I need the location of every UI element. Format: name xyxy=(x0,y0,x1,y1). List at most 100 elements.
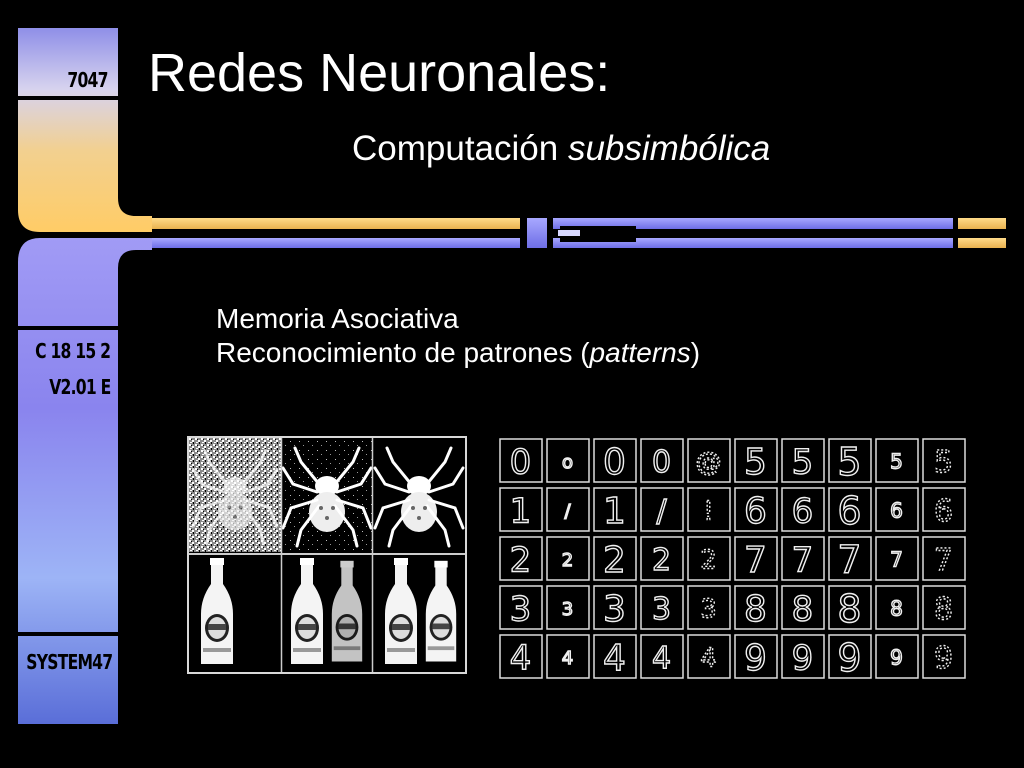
digit-glyph: 7 xyxy=(837,538,861,582)
digit-glyph: 7 xyxy=(744,540,767,581)
digit-cell: 5 xyxy=(781,438,825,483)
digit-glyph: 5 xyxy=(934,445,953,480)
digit-glyph: 2 xyxy=(603,540,626,581)
digit-cell: 5 xyxy=(828,438,872,484)
bullet-text: Reconocimiento de patrones ( xyxy=(216,337,590,368)
digit-glyph: 2 xyxy=(562,550,573,571)
lcars-top-elbow xyxy=(18,28,152,232)
digit-cell: 7 xyxy=(875,536,919,581)
digit-glyph: 3 xyxy=(652,592,671,627)
digit-glyph: 5 xyxy=(890,450,903,474)
digit-cell: 6 xyxy=(781,487,825,532)
digit-glyph: 6 xyxy=(744,491,767,532)
bullet-text: ) xyxy=(690,337,701,368)
digit-cell: 5 xyxy=(875,438,919,483)
digit-glyph: 1 xyxy=(510,491,532,531)
digit-glyph: 3 xyxy=(603,589,626,630)
digit-cell: 3 xyxy=(640,585,684,630)
digit-glyph: 6 xyxy=(837,489,861,533)
bullet-item-pattern-recognition: Reconocimiento de patrones (patterns) xyxy=(216,336,700,370)
digit-glyph: 6 xyxy=(890,499,903,523)
bullet-italic: patterns xyxy=(589,337,691,368)
digit-cell: 6 xyxy=(922,487,966,532)
digit-glyph: 0 xyxy=(510,442,532,482)
digit-cell: 8 xyxy=(781,585,825,630)
slide-title: Redes Neuronales: xyxy=(148,43,611,103)
digit-cell: 0 xyxy=(593,438,637,484)
digit-cell: 9 xyxy=(781,634,825,679)
digit-cell: ! xyxy=(687,487,731,532)
digit-cell: 3 xyxy=(593,585,637,631)
digit-glyph: 9 xyxy=(837,636,861,680)
subtitle-plain: Computación xyxy=(352,129,568,168)
digit-glyph: / xyxy=(656,494,667,529)
slide-subtitle: Computación subsimbólica xyxy=(352,128,770,170)
digit-glyph: 9 xyxy=(890,646,903,670)
digit-cell: 2 xyxy=(593,536,637,582)
lcars-bar-gold-top xyxy=(152,218,520,229)
digit-glyph: 3 xyxy=(510,589,532,629)
bullet-item-associative-memory: Memoria Asociativa xyxy=(216,303,459,334)
digit-cell: 8 xyxy=(922,585,966,630)
digit-cell: 3 xyxy=(687,585,731,630)
digit-cell: 5 xyxy=(734,438,778,484)
digit-cell: 9 xyxy=(734,634,778,680)
digit-glyph: 8 xyxy=(890,597,903,621)
digit-glyph: 8 xyxy=(744,589,767,630)
digit-cell: 1 xyxy=(593,487,637,533)
sidebar-code-mid-1: C 18 15 2 xyxy=(34,339,111,363)
digit-cell: 2 xyxy=(499,536,543,581)
digit-cell: 4 xyxy=(546,634,590,679)
digit-cell: / xyxy=(640,487,684,532)
digit-cell: 3 xyxy=(546,585,590,630)
digit-glyph: 2 xyxy=(700,546,717,576)
spider-bottle-illustration xyxy=(189,438,465,672)
digit-cell: 5 xyxy=(922,438,966,483)
digit-cell: 4 xyxy=(640,634,684,679)
digit-glyph: 7 xyxy=(890,548,903,572)
digit-cell: 7 xyxy=(781,536,825,581)
digit-cell: 2 xyxy=(546,536,590,581)
digit-glyph: 0 xyxy=(603,442,626,483)
digit-glyph: 4 xyxy=(652,641,671,676)
digit-glyph: 2 xyxy=(652,543,671,578)
digit-glyph: 3 xyxy=(700,595,717,625)
digit-glyph: @ xyxy=(696,448,722,478)
digit-glyph: 4 xyxy=(510,638,532,678)
digit-cell: 6 xyxy=(875,487,919,532)
digit-glyph: 5 xyxy=(837,440,861,484)
digit-glyph: 2 xyxy=(510,540,532,580)
digit-glyph: 7 xyxy=(934,543,953,578)
subtitle-italic: subsimbólica xyxy=(567,129,771,168)
digit-glyph: 4 xyxy=(700,644,717,674)
digit-glyph: ! xyxy=(703,497,713,527)
digit-cell: 0 xyxy=(499,438,543,483)
sidebar-code-top: 7047 xyxy=(67,68,109,92)
digit-cell: o xyxy=(546,438,590,483)
digit-glyph: / xyxy=(564,501,571,522)
digit-cell: 0 xyxy=(640,438,684,483)
digit-cell: 8 xyxy=(734,585,778,631)
digit-glyph: 0 xyxy=(652,445,671,480)
digit-cell: 8 xyxy=(875,585,919,630)
sidebar-code-bottom: SYSTEM47 xyxy=(25,650,113,674)
digit-cell: 2 xyxy=(687,536,731,581)
digit-glyph: 9 xyxy=(792,638,814,678)
associative-memory-image xyxy=(187,436,467,674)
digit-glyph: 8 xyxy=(934,592,953,627)
digit-cell: 6 xyxy=(828,487,872,533)
lcars-bar-blue-top xyxy=(152,238,520,248)
digit-glyph: 9 xyxy=(934,641,953,676)
digit-cell: 6 xyxy=(734,487,778,533)
digit-cell: 4 xyxy=(499,634,543,679)
digit-cell: 8 xyxy=(828,585,872,631)
digit-glyph: 4 xyxy=(562,648,573,669)
bullet-list: Memoria Asociativa Reconocimiento de pat… xyxy=(216,302,700,370)
digit-cell: 4 xyxy=(687,634,731,679)
digit-glyph: o xyxy=(562,452,573,473)
digit-glyph: 4 xyxy=(603,638,626,679)
digit-glyph: 6 xyxy=(792,491,814,531)
